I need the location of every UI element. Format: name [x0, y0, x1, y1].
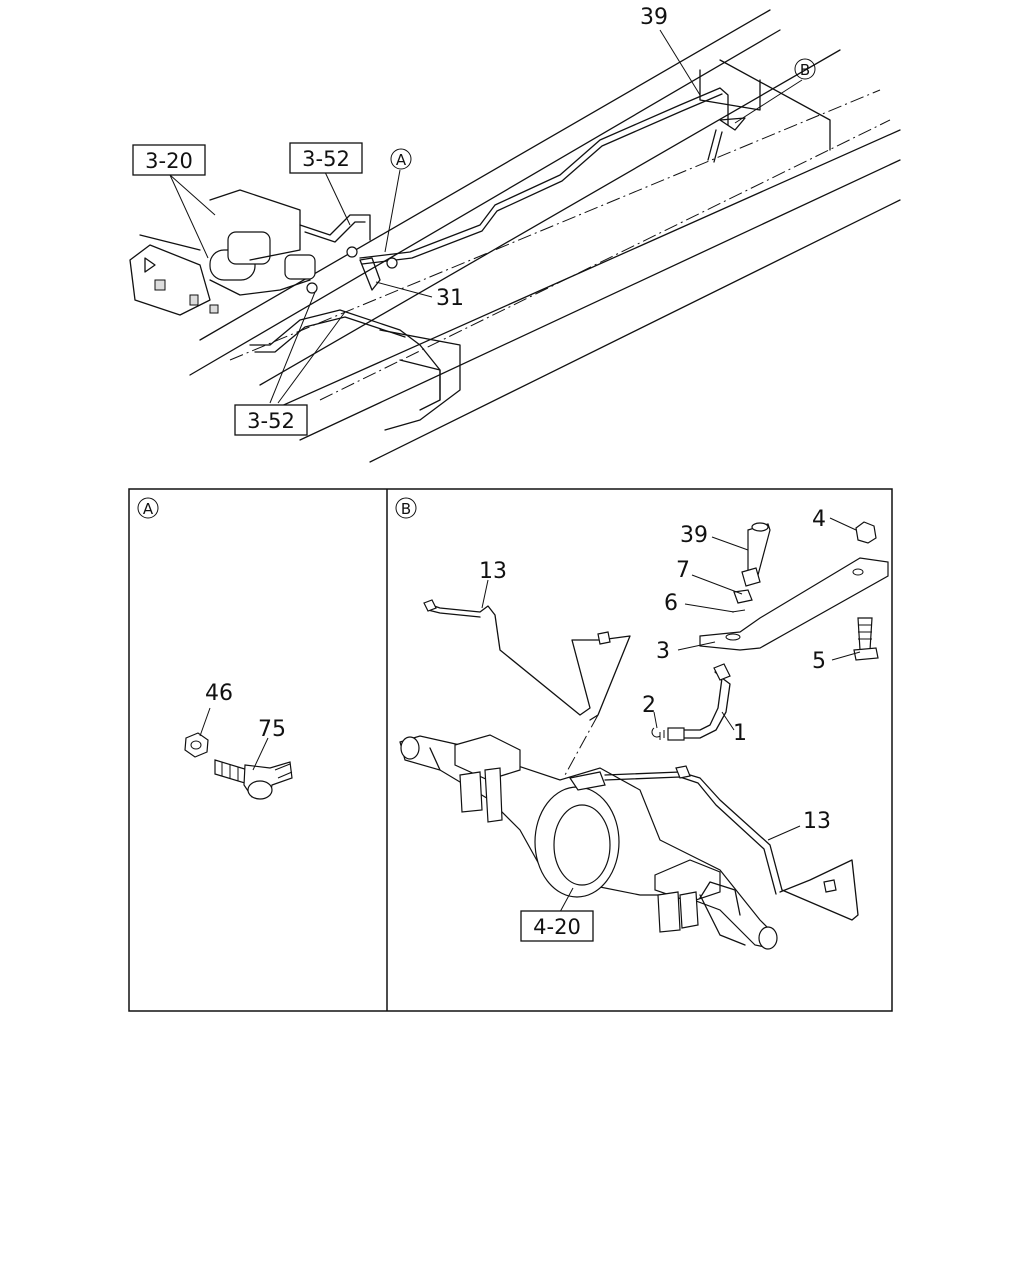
callout-39-top: 39: [640, 5, 668, 30]
callout-2: 2: [642, 693, 656, 718]
marker-b-top-label: B: [800, 61, 810, 79]
callout-1: 1: [733, 721, 747, 746]
callout-3: 3: [656, 639, 670, 664]
marker-b-panel: B: [395, 497, 417, 519]
panel-b-leaders: [481, 517, 861, 913]
callout-4: 4: [812, 507, 826, 532]
callout-31: 31: [436, 286, 464, 311]
callout-6: 6: [664, 591, 678, 616]
union-75-drawing: [214, 759, 293, 800]
callout-7: 7: [676, 558, 690, 583]
callout-46: 46: [205, 681, 233, 706]
marker-b-panel-label: B: [401, 500, 411, 518]
pipe-13-right-drawing: [604, 765, 859, 921]
callout-5: 5: [812, 649, 826, 674]
reference-4-20-label: 4-20: [533, 915, 581, 939]
reference-3-52-top: 3-52: [289, 142, 363, 174]
callout-13-right: 13: [803, 809, 831, 834]
axle-housing-drawing: [399, 734, 778, 950]
pipe-13-top-drawing: [423, 599, 631, 776]
marker-a-top-label: A: [396, 151, 407, 169]
hose-1-drawing: [651, 663, 731, 741]
chassis-overview: [129, 9, 901, 463]
callout-39-panel: 39: [680, 523, 708, 548]
marker-a-panel: A: [137, 497, 159, 519]
marker-b-top: B: [794, 58, 816, 80]
marker-a-top: A: [390, 148, 412, 170]
detail-panels-frame: [128, 488, 893, 1012]
marker-a-panel-label: A: [143, 500, 154, 518]
reference-3-52-bottom-label: 3-52: [247, 409, 295, 433]
callout-75: 75: [258, 717, 286, 742]
reference-4-20: 4-20: [520, 910, 594, 942]
reference-3-52-top-label: 3-52: [302, 147, 350, 171]
leader-46: [199, 707, 211, 737]
leader-75: [252, 737, 269, 771]
reference-3-20-label: 3-20: [145, 149, 193, 173]
nut-46-drawing: [184, 732, 209, 758]
reference-3-20: 3-20: [132, 144, 206, 176]
callout-13-top: 13: [479, 559, 507, 584]
bracket-assembly-drawing: [699, 521, 889, 661]
reference-3-52-bottom: 3-52: [234, 404, 308, 436]
